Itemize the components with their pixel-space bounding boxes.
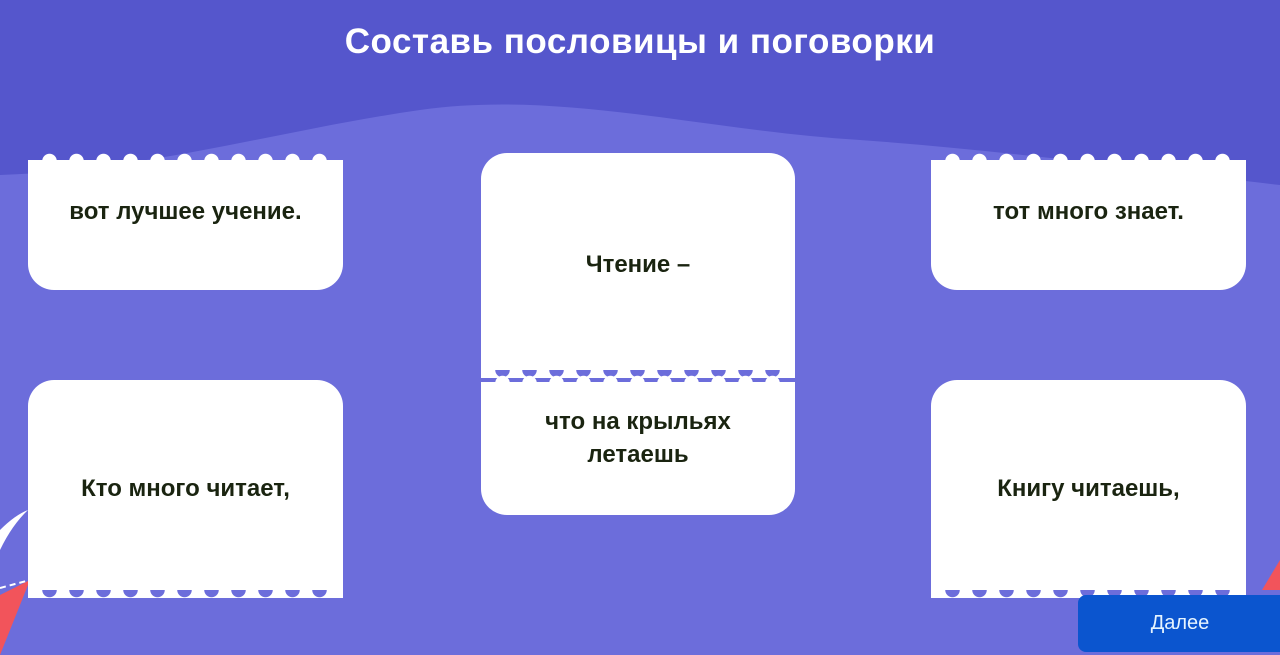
next-button[interactable]: Далее bbox=[1078, 595, 1280, 652]
page-title: Составь пословицы и поговорки bbox=[344, 22, 936, 61]
card-text: тот много знает. bbox=[993, 197, 1184, 225]
decorative-rocket-graphic bbox=[0, 510, 31, 655]
card-center-bottom[interactable]: что на крыльях летаешь bbox=[481, 375, 795, 515]
card-bottom-left[interactable]: Кто много читает, bbox=[28, 380, 343, 598]
decorative-corner-graphic bbox=[1262, 560, 1280, 590]
card-bottom-right[interactable]: Книгу читаешь, bbox=[931, 380, 1246, 598]
card-top-right[interactable]: тот много знает. bbox=[931, 153, 1246, 290]
card-text: что на крыльях летаешь bbox=[545, 408, 731, 468]
card-top-left[interactable]: вот лучшее учение. bbox=[28, 153, 343, 290]
card-text: вот лучшее учение. bbox=[69, 197, 302, 225]
card-center-top[interactable]: Чтение – bbox=[481, 153, 795, 378]
card-text: Чтение – bbox=[585, 251, 691, 279]
card-text: Книгу читаешь, bbox=[997, 474, 1180, 502]
card-text: Кто много читает, bbox=[81, 474, 290, 502]
